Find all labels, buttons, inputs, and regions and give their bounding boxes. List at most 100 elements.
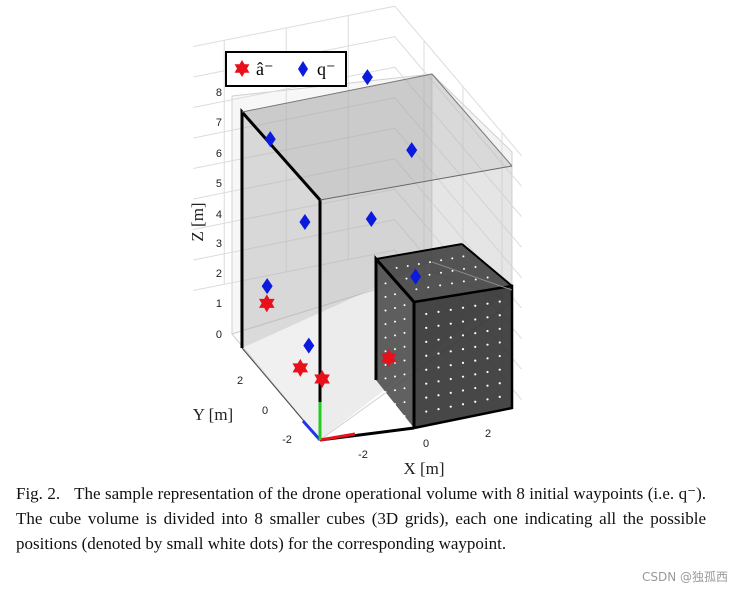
grid-dot bbox=[425, 312, 428, 316]
x-tick: -2 bbox=[358, 449, 368, 461]
grid-dot bbox=[474, 400, 477, 403]
grid-dot bbox=[384, 350, 387, 353]
sub-cube-front bbox=[414, 286, 512, 428]
y-axis-arrow bbox=[301, 419, 322, 442]
sub-cube-edge bbox=[461, 243, 513, 287]
grid-dot bbox=[461, 348, 465, 351]
figure-caption: Fig. 2.The sample representation of the … bbox=[16, 481, 706, 556]
grid-dot bbox=[427, 286, 430, 289]
grid-dot bbox=[437, 338, 440, 341]
grid-dot bbox=[384, 295, 387, 298]
grid-dot bbox=[474, 265, 477, 268]
x-ticks: -2 0 2 bbox=[358, 428, 491, 461]
grid-dot bbox=[394, 389, 396, 392]
grid-dot bbox=[428, 273, 431, 276]
volume-edge-bold bbox=[240, 108, 322, 440]
z-tick: 1 bbox=[216, 298, 222, 310]
grid-dot bbox=[394, 403, 396, 405]
grid-dot bbox=[437, 394, 440, 397]
grid-dot bbox=[403, 373, 406, 376]
y-ticks: -2 0 2 bbox=[237, 375, 292, 446]
z-gridline bbox=[193, 5, 522, 157]
z-tick: 7 bbox=[216, 117, 222, 129]
grid-dot bbox=[474, 304, 477, 307]
x-tick: 2 bbox=[485, 428, 491, 440]
diamond-marker bbox=[264, 131, 276, 148]
grid-dot bbox=[437, 324, 440, 327]
legend: â⁻ q⁻ bbox=[225, 51, 347, 87]
grid-dot bbox=[449, 364, 452, 367]
grid-dot bbox=[498, 341, 501, 344]
z-tick: 3 bbox=[216, 238, 222, 250]
grid-dot bbox=[451, 269, 454, 272]
grid-dot bbox=[425, 410, 428, 413]
grid-dot bbox=[403, 415, 406, 417]
grid-dot bbox=[474, 345, 477, 348]
large-volume-box bbox=[240, 73, 513, 440]
grid-dot bbox=[486, 343, 489, 346]
grid-dot bbox=[425, 354, 428, 357]
grid-dot bbox=[486, 316, 489, 319]
grid-dot bbox=[425, 382, 428, 385]
volume-edge bbox=[241, 73, 433, 113]
grid-dot bbox=[406, 264, 409, 267]
diamond-marker bbox=[365, 210, 377, 227]
grid-dot bbox=[384, 282, 387, 285]
grid-dot bbox=[462, 280, 465, 283]
grid-dot bbox=[449, 322, 452, 325]
grid-dot bbox=[461, 375, 465, 378]
grid-dot bbox=[498, 368, 501, 371]
grid-dot bbox=[384, 323, 387, 326]
grid-dot bbox=[394, 306, 396, 309]
grid-dot bbox=[403, 317, 406, 320]
sub-cube bbox=[374, 243, 514, 430]
grid-dot bbox=[474, 332, 477, 335]
grid-dot bbox=[486, 398, 489, 401]
star-marker bbox=[380, 348, 397, 367]
z-tick: 2 bbox=[216, 268, 222, 280]
x-tick: 0 bbox=[423, 438, 429, 450]
grid-dot bbox=[394, 334, 396, 337]
grid-dot bbox=[486, 370, 489, 374]
sub-cube-left bbox=[376, 259, 414, 428]
y-axis-label: Y [m] bbox=[193, 405, 233, 424]
grid-dot bbox=[451, 282, 453, 285]
grid-dot bbox=[486, 302, 489, 305]
y-tick: 0 bbox=[262, 405, 268, 417]
grid-dot bbox=[417, 263, 420, 266]
z-tick: 4 bbox=[216, 209, 222, 221]
volume-edge bbox=[431, 73, 513, 167]
grid-dot bbox=[403, 345, 406, 348]
grid-dot bbox=[437, 352, 440, 355]
grid-dot bbox=[394, 320, 396, 323]
z-axis-label: Z [m] bbox=[188, 202, 207, 241]
diamond-marker bbox=[410, 268, 422, 285]
grid-dot bbox=[474, 318, 477, 321]
grid-dot bbox=[384, 391, 387, 393]
grid-dot bbox=[439, 284, 442, 287]
legend-diamond-icon bbox=[298, 61, 308, 77]
sub-cube-edge bbox=[375, 243, 463, 260]
z-gridline bbox=[193, 97, 522, 248]
grid-dot bbox=[451, 257, 454, 260]
grid-dot bbox=[498, 395, 501, 398]
grid-dot bbox=[486, 329, 489, 333]
grid-dot bbox=[449, 350, 452, 353]
watermark: CSDN @独孤西 bbox=[641, 570, 728, 584]
y-tick: 2 bbox=[237, 375, 243, 387]
volume-top bbox=[242, 74, 512, 200]
grid-dot bbox=[498, 354, 501, 358]
z-gridline bbox=[193, 127, 522, 279]
z-tick: 6 bbox=[216, 148, 222, 160]
grid-dot bbox=[474, 386, 477, 390]
grid-dot bbox=[498, 327, 501, 330]
grid-dot bbox=[463, 267, 465, 270]
grid-dot bbox=[498, 314, 501, 317]
diamond-marker bbox=[361, 69, 373, 86]
data-markers bbox=[259, 69, 422, 388]
grid-dot bbox=[437, 366, 440, 369]
grid-dot bbox=[403, 304, 406, 307]
grid-dot bbox=[403, 359, 406, 362]
diamond-marker bbox=[303, 337, 315, 354]
sub-cube-edge-bold bbox=[374, 255, 416, 428]
